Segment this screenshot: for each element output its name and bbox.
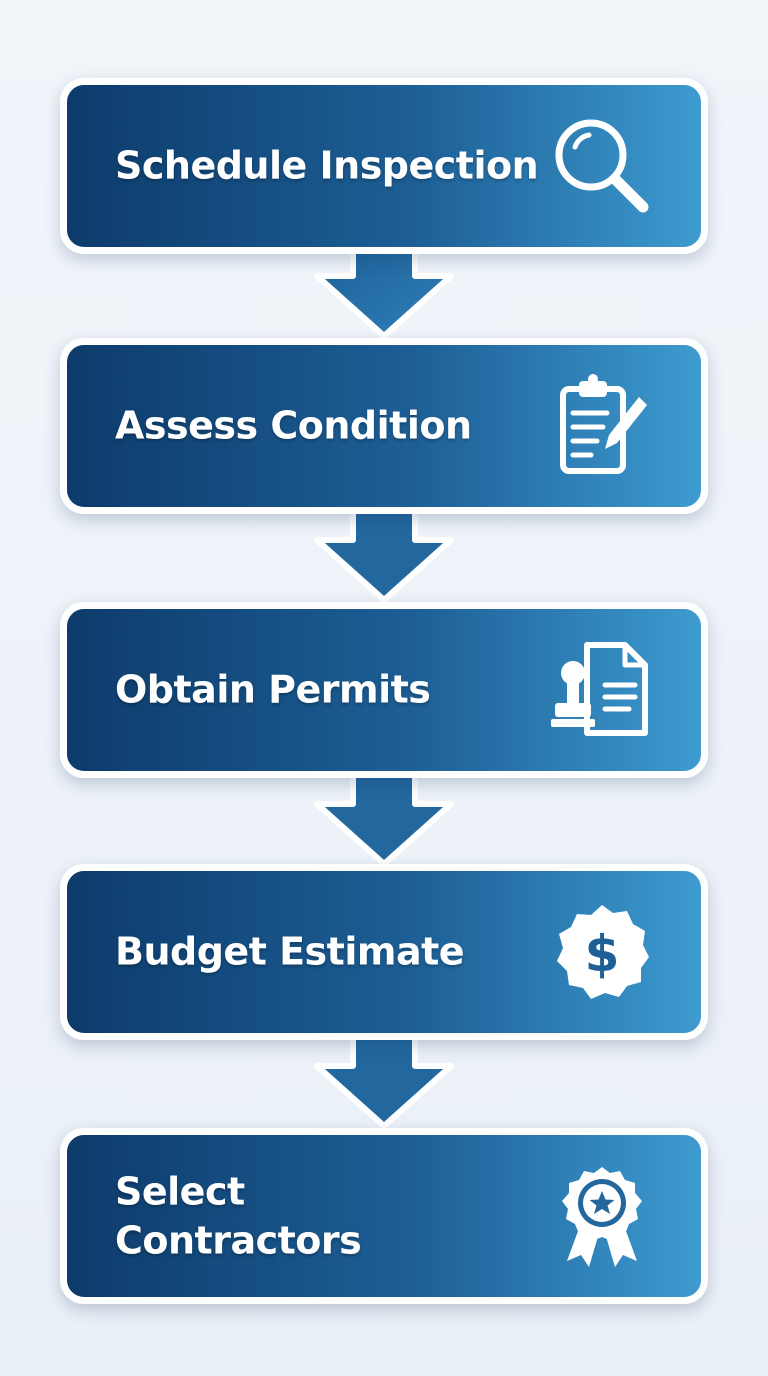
step-label: Budget Estimate xyxy=(115,929,465,974)
step-label: Select Contractors xyxy=(115,1169,362,1262)
flow-arrow xyxy=(311,1027,457,1129)
step-schedule-inspection: Schedule Inspection xyxy=(60,78,708,254)
step-budget-estimate: Budget Estimate $ xyxy=(60,864,708,1040)
step-obtain-permits: Obtain Permits xyxy=(60,602,708,778)
stamp-document-icon xyxy=(547,635,657,745)
step-label: Assess Condition xyxy=(115,403,472,448)
magnifier-icon xyxy=(547,111,657,221)
svg-text:$: $ xyxy=(585,925,620,983)
step-select-contractors: Select Contractors xyxy=(60,1128,708,1304)
step-label: Schedule Inspection xyxy=(115,143,539,188)
clipboard-pencil-icon xyxy=(547,371,657,481)
step-label: Obtain Permits xyxy=(115,667,431,712)
flow-arrow xyxy=(311,765,457,867)
step-assess-condition: Assess Condition xyxy=(60,338,708,514)
dollar-badge-icon: $ xyxy=(547,897,657,1007)
award-ribbon-icon xyxy=(547,1161,657,1271)
flow-arrow xyxy=(311,237,457,339)
flow-arrow xyxy=(311,501,457,603)
